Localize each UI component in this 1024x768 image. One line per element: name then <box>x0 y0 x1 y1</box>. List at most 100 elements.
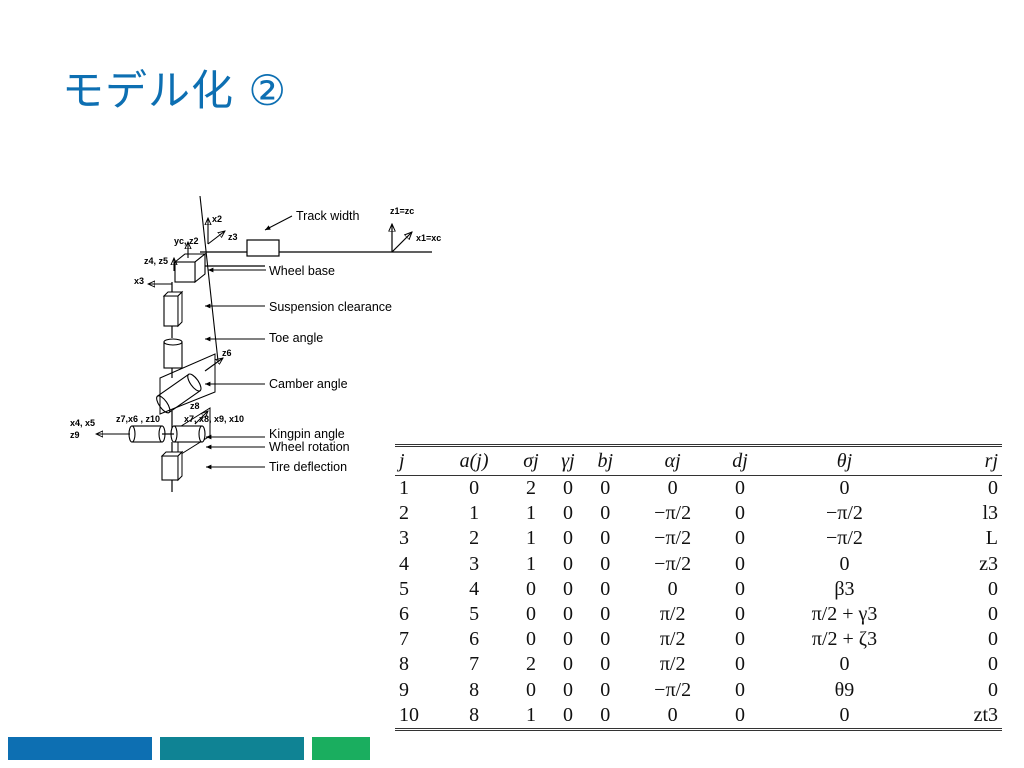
table-cell: π/2 <box>659 653 686 676</box>
table-cell: 0 <box>563 502 574 525</box>
table-cell: 0 <box>585 702 626 732</box>
table-cell: 5 <box>469 603 480 626</box>
table-cell: −π/2 <box>826 527 863 550</box>
header-b-j: bj <box>585 444 626 476</box>
table-cell: 0 <box>563 603 574 626</box>
table-cell: β3 <box>834 577 855 600</box>
header-d-j: dj <box>720 444 761 476</box>
label-camber-angle: Camber angle <box>269 377 348 391</box>
table-cell: 0 <box>735 628 746 651</box>
label-wheel-base: Wheel base <box>269 264 335 278</box>
table-cell: π/2 + ζ3 <box>811 628 878 651</box>
axis-label-yc-z2: yc, z2 <box>174 236 199 246</box>
axis-label-z6: z6 <box>222 348 232 358</box>
suspension-kinematic-diagram: Track width Wheel base Suspension cleara… <box>60 195 460 506</box>
table-cell: 0 <box>839 477 850 499</box>
z8-axis <box>194 411 208 425</box>
table-cell: zt3 <box>928 702 1002 732</box>
axis-label-z3: z3 <box>228 232 238 242</box>
footer-bar-teal <box>160 737 304 760</box>
toe-cylinder <box>163 341 183 369</box>
table-cell: 0 <box>625 702 721 732</box>
table-cell: L <box>985 527 998 550</box>
table-cell: 0 <box>525 577 536 600</box>
table-cell: 1 <box>525 527 536 550</box>
table-cell: 0 <box>839 653 850 676</box>
table-cell: 2 <box>469 527 480 550</box>
axis-label-x7-x8-x9-x10: x7, x8, x9, x10 <box>184 414 244 424</box>
suspension-block <box>163 295 179 327</box>
table-cell: 1 <box>525 502 536 525</box>
table-cell: 0 <box>667 477 678 499</box>
table-cell: π/2 + γ3 <box>811 603 878 626</box>
table-cell: −π/2 <box>654 527 692 550</box>
header-r-j: rj <box>928 444 1002 476</box>
z6-axis <box>204 358 223 372</box>
table-cell: 0 <box>988 678 998 701</box>
table-cell: 7 <box>399 628 409 651</box>
table-cell: 4 <box>399 552 409 575</box>
table-cell: 9 <box>399 678 409 701</box>
header-alpha-j: αj <box>625 444 721 476</box>
table-cell: −π/2 <box>826 502 863 525</box>
table-cell: 0 <box>988 577 998 600</box>
table-cell: 0 <box>525 678 536 701</box>
footer-bar-green <box>312 737 370 760</box>
table-cell: 2 <box>525 477 536 499</box>
table-cell: −π/2 <box>654 552 692 575</box>
table-cell: 0 <box>563 653 574 676</box>
axis-label-z8: z8 <box>190 401 200 411</box>
table-cell: 0 <box>735 502 746 525</box>
table-cell: −π/2 <box>654 502 692 525</box>
axis-label-x4-x5: x4, x5 <box>70 418 95 428</box>
label-wheel-rotation: Wheel rotation <box>269 440 350 454</box>
table-cell: 0 <box>988 653 998 676</box>
axis-label-x3: x3 <box>134 276 144 286</box>
table-cell: 0 <box>735 678 746 701</box>
table-cell: 1 <box>525 552 536 575</box>
table-cell: 5 <box>399 577 409 600</box>
table-cell: π/2 <box>659 603 686 626</box>
table-cell: 0 <box>525 628 536 651</box>
wheel-rotation-cylinder-right <box>173 425 203 443</box>
table-cell: 0 <box>600 577 611 600</box>
axis-label-x1-xc: x1=xc <box>416 233 441 243</box>
table-cell: z3 <box>979 552 998 575</box>
table-cell: 0 <box>600 552 611 575</box>
table-cell: 2 <box>399 502 409 525</box>
table-cell: 8 <box>399 653 409 676</box>
track-width-box <box>246 239 280 257</box>
table-cell: 1 <box>511 702 551 732</box>
table-cell: 6 <box>399 603 409 626</box>
table-cell: 0 <box>563 628 574 651</box>
label-track-width: Track width <box>296 209 359 223</box>
table-cell: π/2 <box>659 628 686 651</box>
table-cell: 1 <box>399 477 409 499</box>
tire-deflection-box <box>161 455 179 481</box>
axis-label-z9: z9 <box>70 430 80 440</box>
header-j: j <box>395 444 437 476</box>
table-cell: 0 <box>735 653 746 676</box>
label-tire-deflection: Tire deflection <box>269 460 347 474</box>
table-cell: 0 <box>667 577 678 600</box>
label-suspension-clearance: Suspension clearance <box>269 300 392 314</box>
table-cell: 2 <box>525 653 536 676</box>
table-cell: 0 <box>735 603 746 626</box>
axis-label-z1-zc: z1=zc <box>390 206 414 216</box>
table-cell: 0 <box>600 603 611 626</box>
table-cell: 6 <box>469 628 480 651</box>
wheel-rotation-cylinder-left <box>131 425 163 443</box>
diagram-svg: Track width Wheel base Suspension cleara… <box>70 195 441 492</box>
table-cell: 3 <box>469 552 480 575</box>
axis-label-z7-x6-z10: z7,x6 , z10 <box>116 414 160 424</box>
table-cell: 0 <box>600 678 611 701</box>
header-gamma-j: γj <box>550 444 586 476</box>
